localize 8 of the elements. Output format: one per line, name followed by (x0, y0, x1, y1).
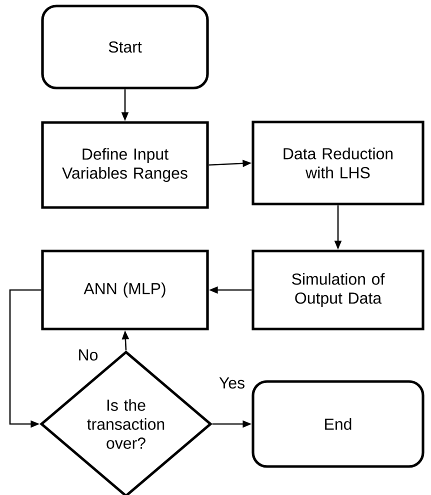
process-box: Define Input Variables Ranges (41, 121, 209, 209)
process-box: Data Reduction with LHS (252, 120, 424, 206)
edge-label: No (76, 348, 100, 362)
edge-label: Yes (218, 376, 246, 390)
process-box: ANN (MLP) (41, 250, 209, 330)
terminal-box: Start (41, 4, 209, 90)
process-box: Simulation of Output Data (252, 250, 424, 330)
terminal-box: End (252, 380, 424, 468)
